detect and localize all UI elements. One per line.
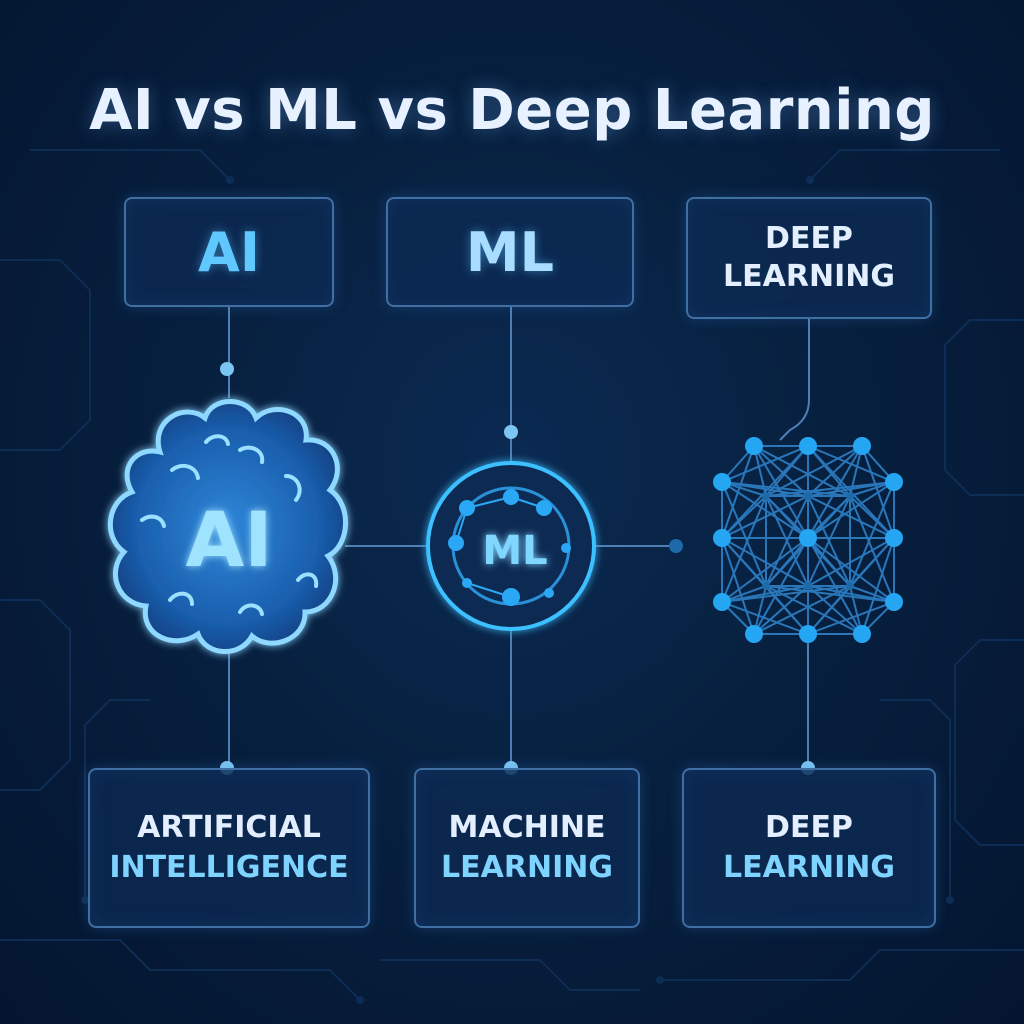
network-edge — [753, 445, 809, 539]
network-node — [713, 473, 731, 491]
connector-lines — [228, 306, 810, 768]
ml-circle-icon — [426, 461, 596, 631]
bottom-box-ai-line1: ARTIFICIAL — [137, 810, 321, 845]
network-edge — [753, 445, 809, 497]
connector-dl-top — [779, 318, 810, 441]
network-edge — [721, 445, 755, 539]
connector-dot — [669, 539, 683, 553]
network-edge — [721, 495, 767, 603]
network-node — [885, 593, 903, 611]
neural-network-icon — [713, 437, 903, 643]
network-edge — [807, 481, 895, 497]
top-box-dl-line1: DEEP — [765, 221, 853, 256]
network-node — [713, 529, 731, 547]
bottom-box-artificial-intelligence: ARTIFICIAL INTELLIGENCE — [88, 768, 370, 928]
bottom-box-dl-line2: LEARNING — [723, 850, 895, 885]
brain-icon — [107, 399, 348, 654]
network-node — [799, 437, 817, 455]
page-title: AI vs ML vs Deep Learning — [89, 78, 935, 143]
network-edge — [807, 445, 863, 497]
network-edge — [765, 445, 809, 497]
network-edge — [721, 481, 851, 497]
network-edge — [721, 585, 851, 603]
bottom-box-machine-learning: MACHINE LEARNING — [414, 768, 640, 928]
network-node — [762, 492, 770, 500]
top-box-deep-learning: DEEP LEARNING — [686, 197, 932, 319]
network-edge — [765, 585, 863, 635]
network-node — [713, 593, 731, 611]
connector-dot — [220, 362, 234, 376]
top-box-dl-line2: LEARNING — [723, 259, 895, 294]
ml-circle-icon-label: ML — [482, 528, 547, 574]
network-node — [885, 529, 903, 547]
network-edge — [765, 445, 863, 497]
network-edge — [807, 601, 895, 635]
network-node — [745, 437, 763, 455]
network-node — [846, 492, 854, 500]
network-edge — [807, 585, 863, 635]
network-node — [885, 473, 903, 491]
bottom-box-ml-line2: LEARNING — [441, 850, 613, 885]
network-edge — [807, 585, 851, 635]
network-edge — [765, 481, 895, 497]
top-box-ml-label: ML — [465, 220, 555, 284]
top-box-ml: ML — [386, 197, 634, 307]
bottom-box-ai-line2: INTELLIGENCE — [109, 850, 349, 885]
network-node — [853, 625, 871, 643]
network-node — [799, 529, 817, 547]
network-node — [846, 582, 854, 590]
brain-icon-label: AI — [185, 495, 272, 584]
network-edge — [861, 537, 895, 635]
network-node — [745, 625, 763, 643]
network-edge — [721, 601, 809, 635]
network-edge — [849, 495, 895, 603]
network-edge — [807, 585, 895, 603]
network-edge — [721, 495, 767, 539]
network-edge — [849, 481, 895, 587]
network-node — [799, 625, 817, 643]
network-edge — [765, 585, 809, 635]
network-edge — [721, 537, 755, 635]
top-box-ai: AI — [124, 197, 334, 307]
network-edge — [849, 495, 895, 539]
bottom-box-deep-learning: DEEP LEARNING — [682, 768, 936, 928]
network-edge — [765, 585, 895, 603]
bottom-box-ml-line1: MACHINE — [448, 810, 606, 845]
network-node — [762, 582, 770, 590]
top-box-ai-label: AI — [198, 220, 260, 284]
network-edge — [721, 537, 767, 587]
network-node — [853, 437, 871, 455]
network-edge — [861, 445, 895, 539]
network-node — [804, 582, 812, 590]
network-node — [804, 492, 812, 500]
network-edge — [753, 585, 809, 635]
bottom-box-dl-line1: DEEP — [765, 810, 853, 845]
network-edge — [849, 537, 895, 587]
connector-dot — [504, 425, 518, 439]
network-edge — [807, 495, 851, 587]
network-edge — [765, 495, 809, 587]
network-edge — [721, 481, 767, 587]
